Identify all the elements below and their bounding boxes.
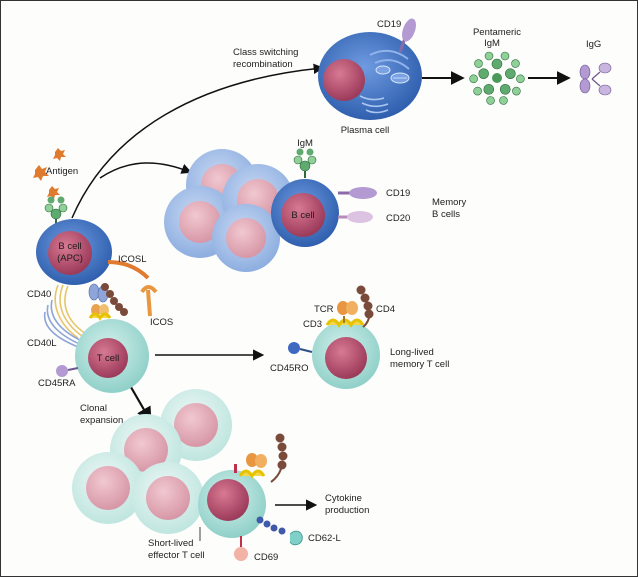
igm-receptor xyxy=(293,148,317,178)
memory-t-cell xyxy=(312,321,380,389)
cd69-receptor xyxy=(234,536,248,561)
cd19-receptor-plasma xyxy=(398,18,416,53)
class-switching-label-1: Class switching xyxy=(233,47,298,58)
cd40l-label: CD40L xyxy=(27,338,57,349)
class-switch-arrow xyxy=(71,63,325,219)
memory-b-cell-cluster xyxy=(164,149,294,272)
long-lived-label-2: memory T cell xyxy=(390,359,449,370)
cd19-top-label: CD19 xyxy=(377,19,401,30)
cytokine-label-1: Cytokine xyxy=(325,493,362,504)
b-cell-apc-label-2: (APC) xyxy=(57,253,83,264)
cd4-label: CD4 xyxy=(376,304,395,315)
short-lived-label-1: Short-lived xyxy=(148,538,193,549)
class-switching-label-2: recombination xyxy=(233,59,293,70)
memory-b-label-1: Memory xyxy=(432,197,467,208)
cd40-cd40l-bonds xyxy=(43,284,87,351)
cd45ro-label: CD45RO xyxy=(270,363,309,374)
cd62l-receptor xyxy=(256,516,303,546)
cd69-label: CD69 xyxy=(254,552,278,563)
icosl-label: ICOSL xyxy=(118,254,147,265)
icos-label: ICOS xyxy=(150,317,173,328)
igm-label: IgM xyxy=(297,138,313,149)
effector-t-cell xyxy=(198,470,266,538)
cd45ra-label: CD45RA xyxy=(38,378,76,389)
cytokine-label-2: production xyxy=(325,505,369,516)
cd45ra-receptor xyxy=(56,365,79,377)
memory-b-cell xyxy=(271,179,339,247)
clonal-arrow xyxy=(127,381,152,423)
pentameric-label-1: Pentameric xyxy=(473,27,521,38)
cd20-receptor xyxy=(338,211,373,223)
cd40-label: CD40 xyxy=(27,289,51,300)
cd19-memory-label: CD19 xyxy=(386,188,410,199)
b-cell-apc-label-1: B cell xyxy=(58,241,81,252)
effector-tcr-cd3 xyxy=(234,433,288,483)
short-lived-label-2: effector T cell xyxy=(148,550,205,561)
cd45ro-receptor xyxy=(288,342,313,354)
clonal-label-2: expansion xyxy=(80,415,123,426)
memory-b-label-2: B cells xyxy=(432,209,460,220)
igg-antibody xyxy=(579,62,612,96)
b-cell-label: B cell xyxy=(291,210,314,221)
memory-t-tcr-cd3 xyxy=(325,301,365,328)
effector-t-cell-cluster xyxy=(72,389,232,534)
plasma-cell xyxy=(318,32,422,120)
cd19-receptor-memory xyxy=(338,187,377,199)
apc-t-synapse xyxy=(88,283,128,321)
long-lived-label-1: Long-lived xyxy=(390,347,434,358)
clonal-label-1: Clonal xyxy=(80,403,107,414)
t-cell-label: T cell xyxy=(97,353,120,364)
icos-molecule xyxy=(140,285,158,317)
cd4-chain xyxy=(356,285,374,319)
icosl-molecule xyxy=(107,260,150,280)
pentameric-igm xyxy=(468,51,526,107)
cd20-label: CD20 xyxy=(386,213,410,224)
tcr-label: TCR xyxy=(314,304,334,315)
t-cell xyxy=(75,319,149,393)
b-cell-apc xyxy=(36,219,112,285)
pentameric-label-2: IgM xyxy=(484,38,500,49)
cd62l-label: CD62-L xyxy=(308,533,341,544)
memory-b-arrow xyxy=(99,162,192,179)
antigen-label: Antigen xyxy=(46,166,78,177)
plasma-cell-label: Plasma cell xyxy=(341,125,390,136)
igg-label: IgG xyxy=(586,39,601,50)
cd3-label: CD3 xyxy=(303,319,322,330)
apc-bcr-antibody xyxy=(44,196,68,224)
antigen-shapes xyxy=(33,148,66,199)
